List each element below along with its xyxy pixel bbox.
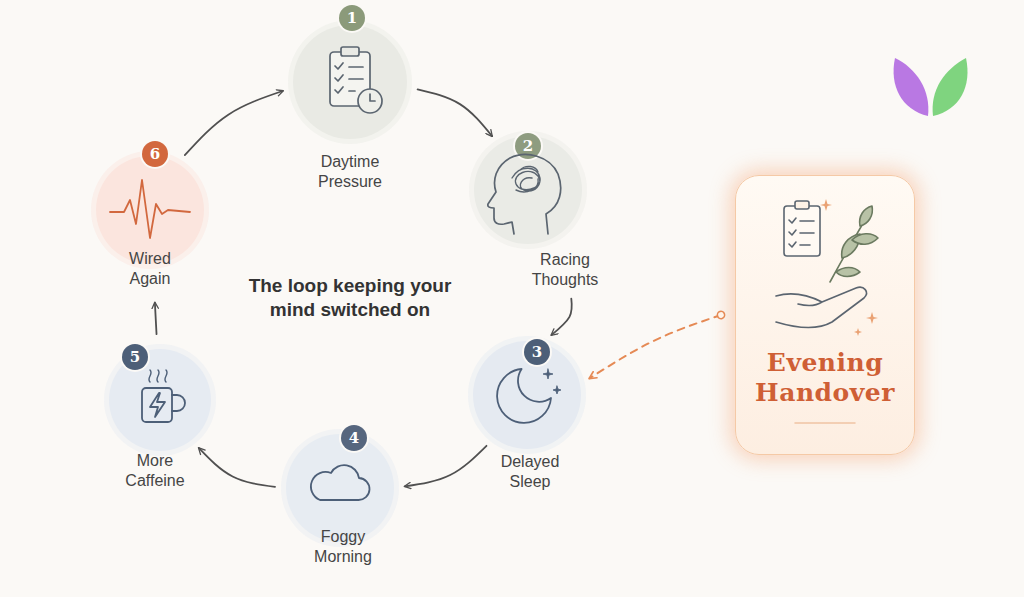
star <box>543 369 553 379</box>
clipboard-clock-icon <box>330 47 382 113</box>
blob-shape <box>292 24 408 140</box>
clock-hands <box>370 94 375 101</box>
clipboard <box>784 206 820 256</box>
step-label: Racing Thoughts <box>525 250 605 290</box>
blob-fill <box>286 434 394 542</box>
diagram-title: The loop keeping your mind switched on <box>225 274 475 322</box>
step-number: 6 <box>142 141 168 167</box>
callout-card: Evening Handover <box>735 175 915 455</box>
clipboard-clip <box>795 201 809 209</box>
step-label: Wired Again <box>110 249 190 289</box>
mug <box>142 388 172 422</box>
card-heading: Evening Handover <box>736 348 914 408</box>
number-badge: 5 <box>122 344 148 370</box>
number-badge: 6 <box>142 141 168 167</box>
check-marks <box>335 63 343 93</box>
blob-fill <box>96 156 204 264</box>
leaf <box>836 268 860 277</box>
head-outline <box>488 155 561 234</box>
cycle-arrow <box>199 448 275 487</box>
leaf <box>852 234 878 245</box>
sparkle <box>866 312 878 324</box>
sparkle <box>820 199 832 211</box>
number-badge: 4 <box>341 425 367 451</box>
step-circle: 3Delayed Sleep <box>472 340 582 450</box>
blob-fill <box>293 25 407 139</box>
steam <box>149 370 167 382</box>
check-marks <box>789 218 796 247</box>
step-circle: 4Foggy Morning <box>285 433 395 543</box>
divider-line <box>795 422 855 424</box>
step-circle: 2Racing Thoughts <box>473 135 583 245</box>
cloud <box>311 465 370 500</box>
step-number: 5 <box>122 344 148 370</box>
list-lines <box>800 221 814 245</box>
dashed-arrow <box>590 315 721 378</box>
star <box>553 386 561 394</box>
step-label: Foggy Morning <box>303 527 383 567</box>
step-label: Daytime Pressure <box>310 152 390 192</box>
cycle-arrow <box>418 89 492 136</box>
head-icon <box>488 155 561 234</box>
cycle-arrow <box>552 299 572 335</box>
handover-illustration <box>776 199 878 423</box>
step-circle: 5More Caffeine <box>108 348 212 452</box>
cycle-arrow <box>405 446 487 487</box>
number-badge: 1 <box>339 5 365 31</box>
clipboard-clip <box>341 47 359 56</box>
blob-halo <box>288 20 412 144</box>
cycle-arrow <box>185 91 283 155</box>
blob-shape <box>95 155 205 265</box>
leaf <box>860 206 873 226</box>
logo-leaf <box>894 58 929 116</box>
cycle-arrow <box>155 303 157 334</box>
heartbeat-icon <box>110 180 190 238</box>
cloud-icon <box>311 465 370 500</box>
list-lines <box>349 67 363 91</box>
number-badge: 2 <box>515 133 541 159</box>
step-circle: 6Wired Again <box>95 155 205 265</box>
heartbeat-line <box>110 180 190 238</box>
step-number: 1 <box>339 5 365 31</box>
logo <box>894 58 968 116</box>
sprig-stem <box>830 208 872 282</box>
step-label: Delayed Sleep <box>490 452 570 492</box>
step-number: 3 <box>524 339 550 365</box>
mug-icon <box>142 370 185 422</box>
tangled-scribble <box>512 166 540 191</box>
step-label: More Caffeine <box>115 451 195 491</box>
blob-halo <box>468 336 586 454</box>
number-badge: 3 <box>524 339 550 365</box>
blob-halo <box>469 131 587 249</box>
blob-halo <box>104 344 216 456</box>
mug-handle <box>172 395 185 411</box>
moon-icon <box>497 369 561 423</box>
logo-leaf <box>933 58 968 116</box>
step-circle: 1Daytime Pressure <box>292 24 408 140</box>
step-number: 4 <box>341 425 367 451</box>
sparkle <box>854 328 862 336</box>
crescent-moon <box>497 369 551 423</box>
blob-shape <box>285 433 395 543</box>
step-number: 2 <box>515 133 541 159</box>
open-hand <box>776 287 866 327</box>
leaf <box>842 234 860 258</box>
clipboard <box>330 52 370 106</box>
clock-face <box>358 89 382 113</box>
lightning-bolt <box>150 393 165 417</box>
